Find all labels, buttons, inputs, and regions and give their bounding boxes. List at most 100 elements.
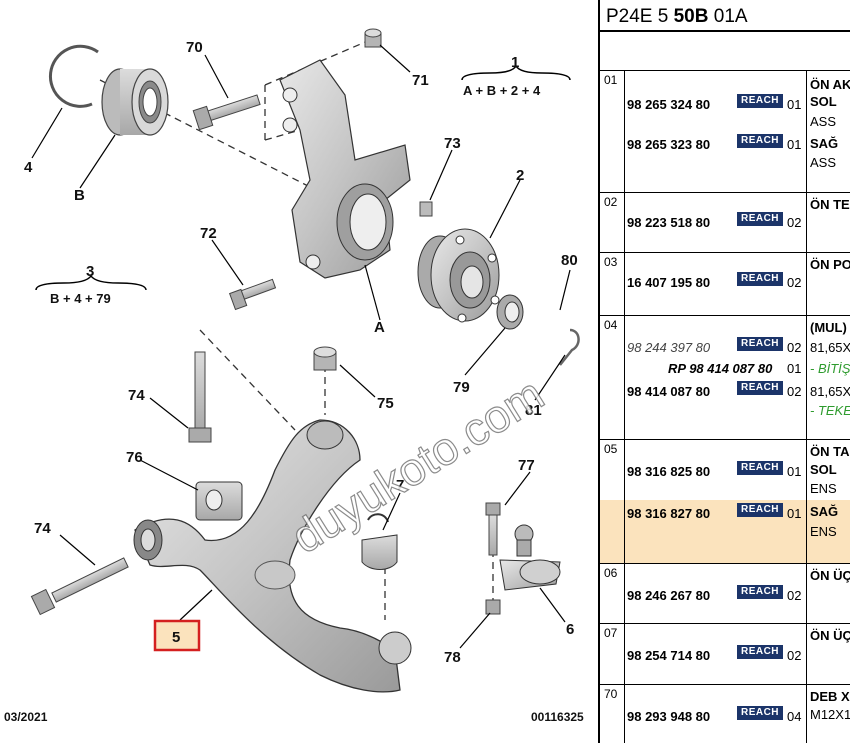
row-title: ÖN PO [810, 257, 850, 272]
part-number-selected[interactable]: 98 316 827 80 [627, 506, 711, 521]
reach-brand-badge: REACH [737, 706, 783, 720]
quantity: 01 [787, 97, 802, 112]
part-number[interactable]: 98 316 825 80 [627, 464, 711, 479]
description: SOL [810, 94, 837, 109]
hub-nut [496, 294, 524, 330]
circlip [48, 44, 99, 108]
column-divider [806, 624, 807, 684]
ball-joint [499, 524, 561, 591]
part-row-06[interactable]: 06 ÖN ÜÇ 98 246 267 80 REACH 02 [600, 563, 850, 623]
part-number[interactable]: 98 293 948 80 [627, 709, 711, 724]
quantity: 02 [787, 275, 802, 290]
part-row-07[interactable]: 07 ÖN ÜÇ 98 254 714 80 REACH 02 [600, 623, 850, 684]
row-index: 06 [604, 566, 618, 580]
row-title: ÖN ÜÇ [810, 628, 850, 643]
reach-brand-badge: REACH [737, 381, 783, 395]
callout-6: 6 [566, 621, 574, 638]
description: ASS [810, 114, 837, 129]
part-row-02[interactable]: 02 ÖN TE 98 223 518 80 REACH 02 [600, 192, 850, 252]
group-brace-3 [35, 274, 147, 291]
callout-1: 1 [511, 54, 519, 71]
reach-brand-badge: REACH [737, 645, 783, 659]
part-row-03[interactable]: 03 ÖN PO 16 407 195 80 REACH 02 [600, 252, 850, 315]
part-number[interactable]: 98 254 714 80 [627, 648, 711, 663]
cotter-pin [559, 328, 580, 366]
quantity: 02 [787, 384, 802, 399]
description: SAĞ [810, 136, 839, 151]
quantity: 02 [787, 648, 802, 663]
callout-5-highlight[interactable] [153, 619, 201, 652]
reach-brand-badge: REACH [737, 94, 783, 108]
description: 81,65X [810, 384, 850, 399]
description: ENS [810, 481, 837, 496]
part-number-superseded[interactable]: 98 244 397 80 [627, 340, 711, 355]
bolt-77 [485, 502, 501, 556]
column-divider [624, 440, 625, 563]
reach-brand-badge: REACH [737, 272, 783, 286]
callout-3: 3 [86, 263, 94, 280]
group-1-formula: A + B + 2 + 4 [463, 83, 541, 98]
callout-78: 78 [444, 649, 461, 666]
nut-71 [364, 28, 382, 48]
reach-brand-badge: REACH [737, 134, 783, 148]
callout-5: 5 [172, 629, 180, 646]
part-row-70[interactable]: 70 DEB X 98 293 948 80 REACH 04 M12X1 [600, 684, 850, 743]
column-divider [806, 564, 807, 623]
nut-75 [313, 346, 337, 371]
column-divider [624, 71, 625, 192]
reach-brand-badge: REACH [737, 585, 783, 599]
replacement-part-number[interactable]: RP 98 414 087 80 [668, 361, 773, 376]
column-divider [806, 685, 807, 743]
description: ASS [810, 155, 837, 170]
quantity: 01 [787, 464, 802, 479]
panel-header: P24E 5 50B 01A [600, 0, 850, 32]
callout-76: 76 [126, 449, 143, 466]
quantity: 02 [787, 215, 802, 230]
quantity: 01 [787, 506, 802, 521]
part-row-05[interactable]: 05 ÖN TA 98 316 825 80 REACH 01 SOL ENS … [600, 439, 850, 563]
group-brace-1 [461, 64, 571, 81]
reach-brand-badge: REACH [737, 503, 783, 517]
callout-2: 2 [516, 167, 524, 184]
row-index: 05 [604, 442, 618, 456]
callout-B: B [74, 187, 85, 204]
parts-list-panel: P24E 5 50B 01A 01 ÖN AKS 98 265 324 80 R… [598, 0, 850, 743]
steering-knuckle [279, 59, 411, 279]
description: 81,65X [810, 340, 850, 355]
header-code-bold: 50B [673, 6, 709, 27]
quantity: 02 [787, 588, 802, 603]
column-divider [624, 193, 625, 252]
wheel-bearing [101, 68, 169, 136]
row-title: ÖN TA [810, 444, 850, 459]
quantity: 04 [787, 709, 802, 724]
part-number[interactable]: 98 246 267 80 [627, 588, 711, 603]
part-number[interactable]: 98 265 323 80 [627, 137, 711, 152]
quantity: 01 [787, 361, 802, 376]
column-divider [806, 440, 807, 563]
callout-73: 73 [444, 135, 461, 152]
group-3-formula: B + 4 + 79 [50, 291, 111, 306]
leader-lines [31, 44, 571, 649]
callout-4: 4 [24, 159, 33, 176]
callout-77: 77 [518, 457, 535, 474]
bolt-70 [192, 94, 261, 131]
part-number[interactable]: 98 265 324 80 [627, 97, 711, 112]
bolt-74-vertical [188, 351, 212, 443]
row-title: ÖN TE [810, 197, 850, 212]
callout-7: 7 [396, 477, 404, 494]
callout-72: 72 [200, 225, 217, 242]
header-code-prefix: P24E 5 [606, 6, 674, 27]
part-row-01[interactable]: 01 ÖN AKS 98 265 324 80 REACH 01 SOL ASS… [600, 70, 850, 192]
column-divider [624, 624, 625, 684]
bolt-73 [419, 201, 433, 217]
reach-brand-badge: REACH [737, 461, 783, 475]
part-number[interactable]: 98 223 518 80 [627, 215, 711, 230]
wheel-hub [417, 228, 500, 323]
part-row-04[interactable]: 04 (MUL) 98 244 397 80 REACH 02 81,65X R… [600, 315, 850, 439]
description: M12X1 [810, 707, 850, 722]
callout-74-lower: 74 [34, 520, 51, 537]
part-number[interactable]: 98 414 087 80 [627, 384, 711, 399]
part-number[interactable]: 16 407 195 80 [627, 275, 711, 290]
diagram-canvas: 70 71 1 A + B + 2 + 4 4 B 73 2 72 3 B + … [4, 28, 584, 724]
row-index: 04 [604, 318, 618, 332]
